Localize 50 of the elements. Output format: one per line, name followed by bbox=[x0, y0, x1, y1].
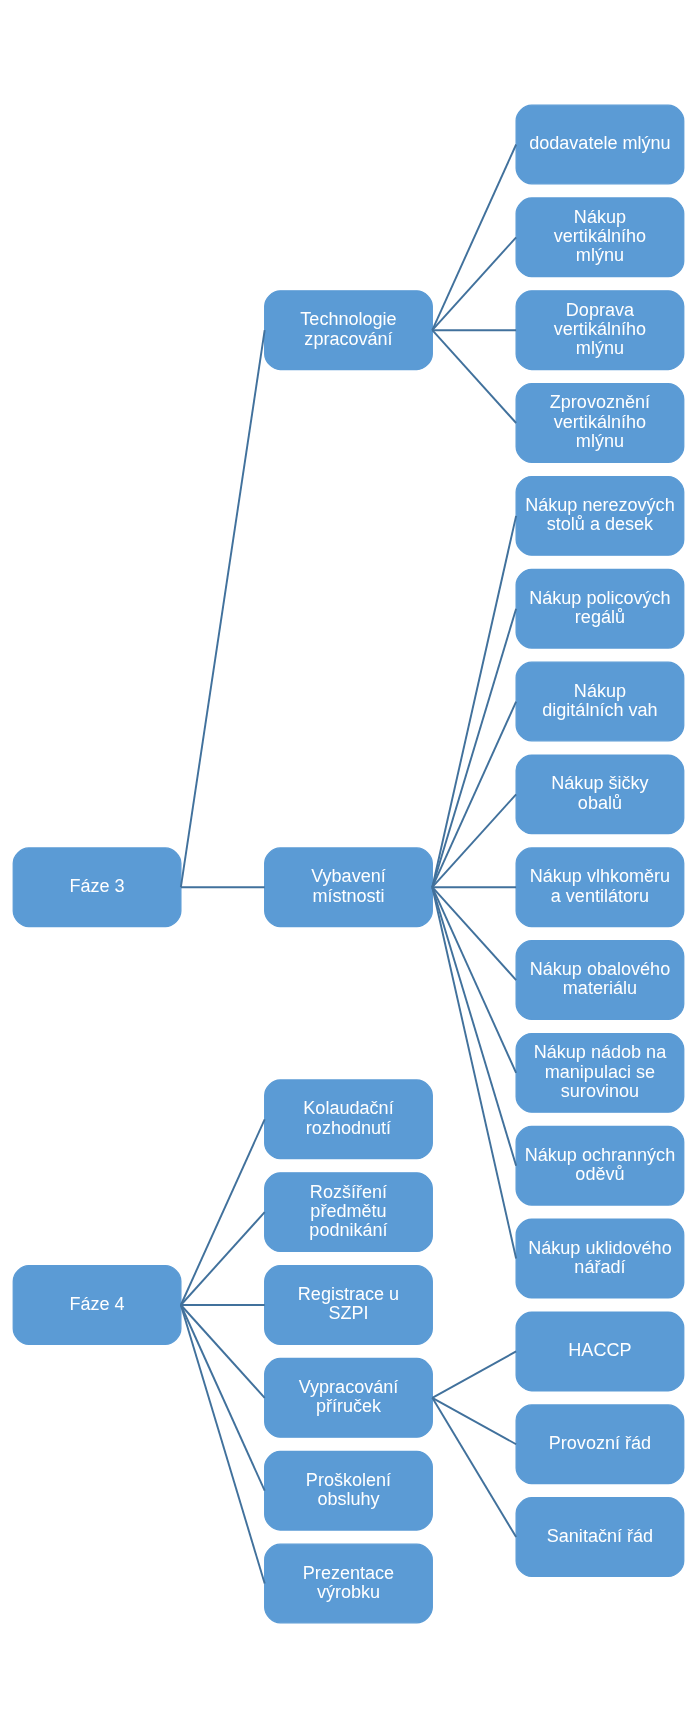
connector bbox=[431, 886, 518, 981]
node-box: Provozní řád bbox=[515, 1404, 685, 1485]
connector bbox=[179, 329, 266, 889]
node-box: Nákup uklidového nářadí bbox=[515, 1218, 685, 1299]
node-box: Fáze 4 bbox=[12, 1265, 182, 1345]
connector bbox=[431, 1350, 518, 1399]
node-box: dodavatele mlýnu bbox=[515, 104, 685, 185]
node-box: Nákup šičky obalů bbox=[515, 754, 685, 835]
node-box: Sanitační řád bbox=[515, 1497, 685, 1578]
connector bbox=[431, 700, 518, 889]
connector bbox=[431, 886, 518, 1167]
node-box: Proškolení obsluhy bbox=[264, 1450, 433, 1531]
connector bbox=[179, 886, 266, 889]
node-box: Vybavení místnosti bbox=[264, 847, 433, 928]
connector bbox=[431, 1396, 518, 1446]
node-box: Nákup vertikálního mlýnu bbox=[515, 197, 685, 278]
node-box: Registrace u SZPI bbox=[264, 1265, 433, 1345]
connector bbox=[179, 1211, 266, 1306]
connector bbox=[431, 886, 518, 1074]
node-box: Technologie zpracování bbox=[264, 290, 433, 371]
node-box: Nákup nádob na manipulaci se surovinou bbox=[515, 1032, 685, 1113]
connector bbox=[431, 514, 518, 889]
connector bbox=[431, 793, 518, 889]
node-box: Fáze 3 bbox=[12, 847, 182, 928]
connector bbox=[431, 886, 518, 1260]
connector bbox=[431, 1396, 518, 1539]
node-box: Nákup nerezových stolů a desek bbox=[515, 475, 685, 556]
node-box: Kolaudační rozhodnutí bbox=[264, 1079, 433, 1160]
node-box: Nákup vlhkoměru a ventilátoru bbox=[515, 847, 685, 928]
connector bbox=[179, 1304, 266, 1306]
node-box: Zprovoznění vertikálního mlýnu bbox=[515, 383, 685, 463]
node-box: Nákup obalového materiálu bbox=[515, 940, 685, 1021]
connector bbox=[179, 1304, 266, 1399]
connector bbox=[431, 236, 518, 332]
connector bbox=[179, 1304, 266, 1585]
connector bbox=[431, 329, 518, 424]
connector bbox=[431, 886, 518, 889]
connector bbox=[179, 1304, 266, 1492]
node-box: Nákup policových regálů bbox=[515, 568, 685, 649]
connector bbox=[431, 329, 518, 332]
node-box: Vypracování příruček bbox=[264, 1357, 433, 1438]
node-box: Nákup digitálních vah bbox=[515, 661, 685, 742]
node-box: HACCP bbox=[515, 1311, 685, 1392]
node-box: Rozšíření předmětu podnikání bbox=[264, 1172, 433, 1253]
connector bbox=[179, 1118, 266, 1306]
node-box: Nákup ochranných oděvů bbox=[515, 1125, 685, 1206]
connector bbox=[431, 607, 518, 889]
node-box: Doprava vertikálního mlýnu bbox=[515, 290, 685, 371]
connector bbox=[431, 143, 518, 332]
node-box: Prezentace výrobku bbox=[264, 1543, 433, 1624]
